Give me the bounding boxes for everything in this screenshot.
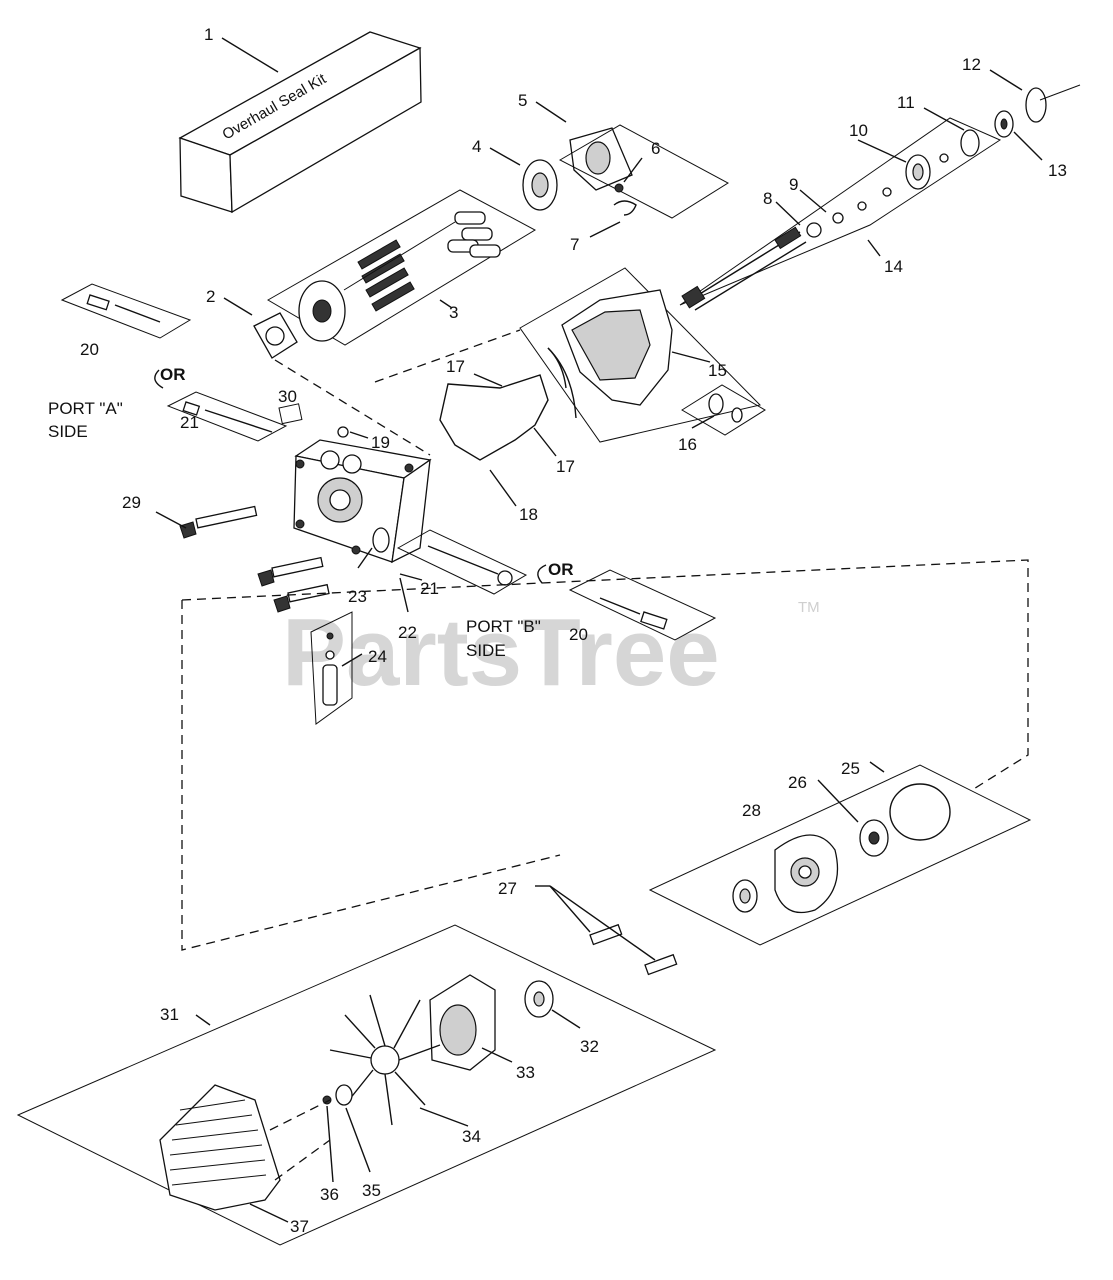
label-30-part xyxy=(278,403,303,425)
callout-2: 2 xyxy=(206,287,215,306)
callout-16: 16 xyxy=(678,435,697,454)
relief-valve-kit-a xyxy=(166,391,288,442)
leader-lines xyxy=(155,37,1043,1223)
callout-32: 32 xyxy=(580,1037,599,1056)
callout-26: 26 xyxy=(788,773,807,792)
fan-hub-33 xyxy=(429,974,496,1071)
callout-11: 11 xyxy=(897,93,915,112)
bearing-4 xyxy=(522,159,558,211)
port-b-line1: PORT "B" xyxy=(466,617,541,636)
callout-labels: 1 2 3 4 5 6 7 8 9 10 11 12 13 14 15 16 1… xyxy=(80,25,1067,1236)
end-cap-assembly xyxy=(648,764,1032,946)
bolt-lower-1 xyxy=(257,556,324,587)
washer-35 xyxy=(335,1084,353,1106)
callout-7: 7 xyxy=(570,235,579,254)
callout-24: 24 xyxy=(368,647,387,666)
swashplate xyxy=(558,124,729,219)
fan-34 xyxy=(329,994,441,1126)
callout-17-b: 17 xyxy=(556,457,575,476)
plug-19 xyxy=(337,426,349,438)
callout-14: 14 xyxy=(884,257,903,276)
callout-31: 31 xyxy=(160,1005,179,1024)
input-shaft-assembly xyxy=(679,84,1081,311)
gasket-18 xyxy=(439,374,549,461)
callout-34: 34 xyxy=(462,1127,481,1146)
callout-22: 22 xyxy=(398,623,417,642)
callout-27: 27 xyxy=(498,879,517,898)
bypass-valve-24 xyxy=(310,611,353,725)
dashed-frame-upper xyxy=(181,559,1029,791)
callout-19: 19 xyxy=(371,433,390,452)
port-b-label: OR PORT "B" SIDE xyxy=(466,560,574,660)
callout-3: 3 xyxy=(449,303,458,322)
port-a-line2: SIDE xyxy=(48,422,88,441)
callout-10: 10 xyxy=(849,121,868,140)
center-section xyxy=(293,439,432,564)
seal-16 xyxy=(681,384,766,436)
callout-9: 9 xyxy=(789,175,798,194)
port-a-label: OR PORT "A" SIDE xyxy=(48,365,186,441)
check-valve-kit-b xyxy=(568,569,717,641)
callout-21-b: 21 xyxy=(420,579,439,598)
cylinder-block-assembly xyxy=(267,189,537,346)
or-label-a: OR xyxy=(160,365,186,384)
or-label-b: OR xyxy=(548,560,574,579)
bolt-29 xyxy=(179,505,258,539)
callout-30: 30 xyxy=(278,387,297,406)
callout-37: 37 xyxy=(290,1217,309,1236)
callout-6: 6 xyxy=(651,139,660,158)
callout-28: 28 xyxy=(742,801,761,820)
callout-8: 8 xyxy=(763,189,772,208)
callout-25: 25 xyxy=(841,759,860,778)
callout-36: 36 xyxy=(320,1185,339,1204)
pins-27 xyxy=(589,923,678,976)
trademark: TM xyxy=(798,599,820,616)
callout-13: 13 xyxy=(1048,161,1067,180)
callout-20-a: 20 xyxy=(80,340,99,359)
callout-29: 29 xyxy=(122,493,141,512)
or-arrow-b xyxy=(537,564,547,584)
dashed-frame-left xyxy=(181,600,561,951)
or-arrow-a xyxy=(154,369,164,389)
relief-valve-kit-b xyxy=(396,529,528,595)
callout-33: 33 xyxy=(516,1063,535,1082)
pin-6 xyxy=(614,183,624,193)
check-valve-kit-a xyxy=(60,283,192,339)
callout-1: 1 xyxy=(204,25,213,44)
clip-7 xyxy=(613,200,637,216)
port-a-line1: PORT "A" xyxy=(48,399,123,418)
callout-21-a: 21 xyxy=(180,413,199,432)
port-b-line2: SIDE xyxy=(466,641,506,660)
callout-5: 5 xyxy=(518,91,527,110)
thrust-plate xyxy=(253,312,298,359)
callout-4: 4 xyxy=(472,137,481,156)
fan-grille-37 xyxy=(159,1084,331,1211)
main-housing xyxy=(519,267,761,443)
callout-15: 15 xyxy=(708,361,727,380)
callout-17-a: 17 xyxy=(446,357,465,376)
callout-18: 18 xyxy=(519,505,538,524)
callout-20-b: 20 xyxy=(569,625,588,644)
callout-35: 35 xyxy=(362,1181,381,1200)
callout-12: 12 xyxy=(962,55,981,74)
overhaul-seal-kit-box: Overhaul Seal Kit xyxy=(178,31,422,214)
bolt-lower-2 xyxy=(273,583,330,613)
callout-23: 23 xyxy=(348,587,367,606)
